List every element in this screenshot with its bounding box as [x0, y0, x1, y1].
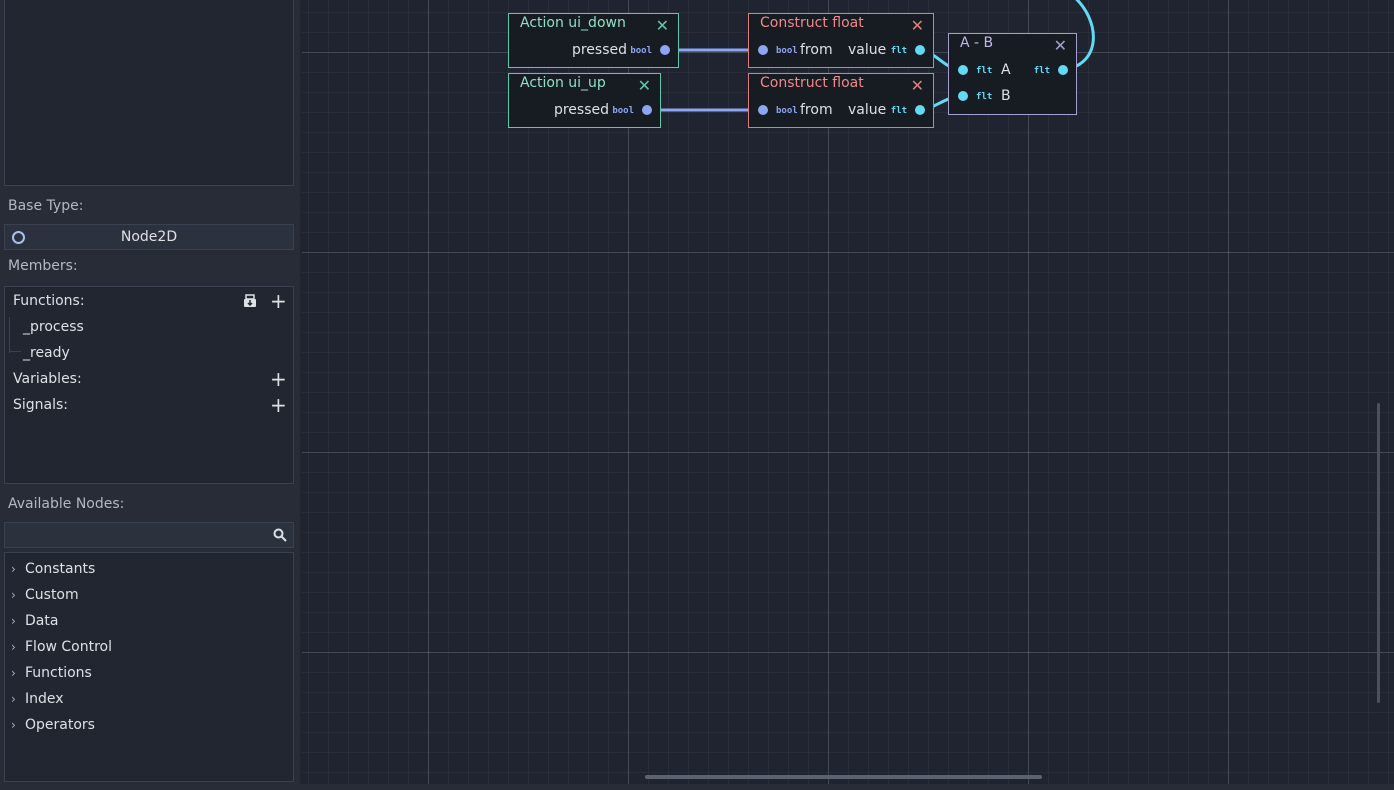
- close-icon[interactable]: ✕: [910, 16, 924, 35]
- output-port[interactable]: [642, 105, 652, 115]
- output-label: value: [848, 102, 887, 118]
- chevron-right-icon: ›: [11, 588, 16, 602]
- functions-header: Functions:: [13, 289, 283, 313]
- base-type-value: Node2D: [120, 229, 178, 245]
- node-title: Action ui_down: [520, 15, 626, 31]
- node-title: A - B: [960, 35, 994, 51]
- add-function-icon[interactable]: +: [270, 289, 287, 313]
- input-b-label: B: [1001, 88, 1011, 104]
- category-flow-control[interactable]: › Flow Control: [11, 635, 112, 659]
- float-type-icon: flt: [890, 106, 907, 116]
- available-nodes-label: Available Nodes:: [8, 496, 125, 512]
- input-port[interactable]: [758, 45, 768, 55]
- port-label: pressed: [553, 102, 609, 118]
- port-label: pressed: [571, 42, 627, 58]
- bool-type-icon: bool: [630, 46, 652, 56]
- tree-guide-tick: [9, 351, 21, 352]
- node-search-field[interactable]: [4, 522, 294, 548]
- output-port[interactable]: [915, 105, 925, 115]
- action-ui-up-node[interactable]: Action ui_up ✕ pressed bool: [508, 73, 661, 128]
- base-type-label: Base Type:: [8, 198, 84, 214]
- category-functions[interactable]: › Functions: [11, 661, 92, 685]
- float-type-icon: flt: [976, 92, 993, 102]
- float-type-icon: flt: [1033, 66, 1050, 76]
- add-signal-icon[interactable]: +: [270, 393, 287, 417]
- output-port[interactable]: [660, 45, 670, 55]
- category-label: Custom: [25, 587, 79, 603]
- chevron-right-icon: ›: [11, 718, 16, 732]
- tree-guide: [9, 317, 10, 353]
- function-item-process[interactable]: _process: [23, 315, 84, 339]
- category-data[interactable]: › Data: [11, 609, 58, 633]
- output-port[interactable]: [915, 45, 925, 55]
- category-label: Operators: [25, 717, 95, 733]
- output-port[interactable]: [1058, 65, 1068, 75]
- construct-float-node-2[interactable]: Construct float ✕ bool from value flt: [748, 73, 934, 128]
- horizontal-scrollbar[interactable]: [645, 775, 1042, 779]
- bottom-bar: [0, 784, 1394, 790]
- subtract-node[interactable]: A - B ✕ flt A flt flt B: [948, 33, 1077, 115]
- close-icon[interactable]: ✕: [655, 16, 669, 35]
- category-label: Functions: [25, 665, 92, 681]
- override-function-icon[interactable]: [243, 294, 257, 308]
- graph-canvas[interactable]: Action ui_down ✕ pressed bool Action ui_…: [302, 0, 1394, 784]
- category-label: Constants: [25, 561, 96, 577]
- node-title: Construct float: [760, 75, 864, 91]
- bool-type-icon: bool: [612, 106, 634, 116]
- input-label: from: [800, 102, 833, 118]
- category-label: Data: [25, 613, 59, 629]
- float-type-icon: flt: [890, 46, 907, 56]
- category-label: Flow Control: [25, 639, 113, 655]
- category-constants[interactable]: › Constants: [11, 557, 95, 581]
- category-index[interactable]: › Index: [11, 687, 64, 711]
- functions-label: Functions:: [13, 293, 85, 309]
- signals-label: Signals:: [13, 397, 69, 413]
- close-icon[interactable]: ✕: [910, 76, 924, 95]
- input-label: from: [800, 42, 833, 58]
- category-label: Index: [25, 691, 64, 707]
- variables-header: Variables:: [13, 367, 283, 391]
- output-label: value: [848, 42, 887, 58]
- input-port-b[interactable]: [958, 91, 968, 101]
- category-operators[interactable]: › Operators: [11, 713, 95, 737]
- float-type-icon: flt: [976, 66, 993, 76]
- node-search-input[interactable]: [9, 525, 263, 547]
- node-title: Construct float: [760, 15, 864, 31]
- function-process-label: _process: [23, 319, 84, 335]
- signals-header: Signals:: [13, 393, 283, 417]
- members-label: Members:: [8, 258, 78, 274]
- circle-icon: [12, 231, 25, 244]
- action-ui-down-node[interactable]: Action ui_down ✕ pressed bool: [508, 13, 679, 68]
- close-icon[interactable]: ✕: [637, 76, 651, 95]
- chevron-right-icon: ›: [11, 562, 16, 576]
- construct-float-node-1[interactable]: Construct float ✕ bool from value flt: [748, 13, 934, 68]
- input-a-label: A: [1001, 62, 1011, 78]
- function-item-ready[interactable]: _ready: [23, 341, 70, 365]
- vertical-scrollbar[interactable]: [1377, 403, 1380, 703]
- node-title: Action ui_up: [520, 75, 606, 91]
- members-panel: Functions: + _process _ready Variables: …: [4, 286, 294, 484]
- category-custom[interactable]: › Custom: [11, 583, 79, 607]
- input-port-a[interactable]: [958, 65, 968, 75]
- chevron-right-icon: ›: [11, 666, 16, 680]
- left-sidebar: Base Type: Node2D Members: Functions: + …: [0, 0, 300, 790]
- chevron-right-icon: ›: [11, 614, 16, 628]
- function-ready-label: _ready: [23, 345, 70, 361]
- search-icon[interactable]: [273, 528, 287, 546]
- chevron-right-icon: ›: [11, 692, 16, 706]
- add-variable-icon[interactable]: +: [270, 367, 287, 391]
- close-icon[interactable]: ✕: [1053, 36, 1067, 55]
- variables-label: Variables:: [13, 371, 82, 387]
- node-categories-tree: › Constants › Custom › Data › Flow Control ›…: [4, 552, 294, 782]
- base-type-selector[interactable]: Node2D: [4, 224, 294, 250]
- chevron-right-icon: ›: [11, 640, 16, 654]
- bool-type-icon: bool: [776, 46, 798, 56]
- bool-type-icon: bool: [776, 106, 798, 116]
- input-port[interactable]: [758, 105, 768, 115]
- top-empty-panel: [4, 0, 294, 186]
